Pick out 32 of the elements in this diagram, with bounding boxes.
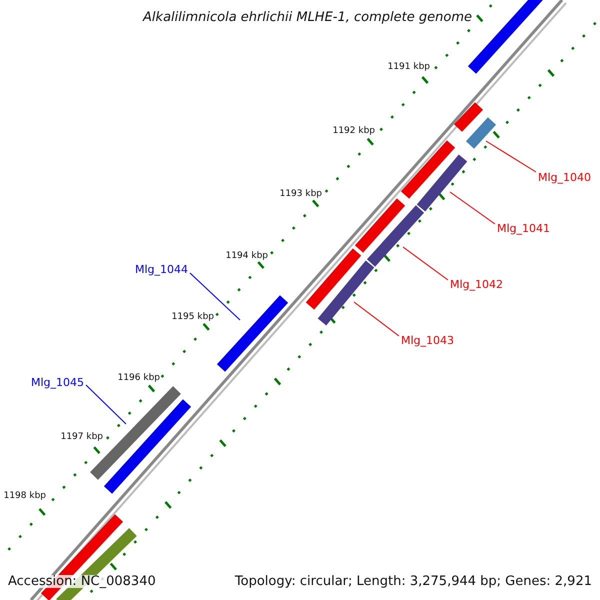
gene-bar [306, 248, 362, 310]
scale-label: 1197 kbp [60, 433, 103, 442]
gene-label: Mlg_1041 [497, 223, 550, 234]
gene-bar [216, 295, 288, 372]
scale-label: 1196 kbp [118, 374, 160, 383]
leader-line [450, 192, 496, 224]
accession-text: Accession: NC_008340 [8, 575, 156, 588]
leader-line [402, 246, 448, 280]
title: Alkalilimnicola ehrlichii MLHE-1, complete genome [143, 11, 472, 24]
leader-line [486, 140, 536, 172]
scale-label: 1193 kbp [280, 190, 322, 199]
gene-bar [318, 260, 374, 326]
leader-line [86, 384, 126, 424]
gene-bar [400, 140, 456, 199]
gene-label: Mlg_1043 [401, 335, 454, 346]
gene-label: Mlg_1045 [30, 377, 84, 388]
gene-label: Mlg_1044 [134, 264, 188, 275]
gene-bar [354, 198, 406, 253]
scale-label: 1194 kbp [226, 252, 268, 261]
gene-bar [416, 154, 468, 212]
genome-info-text: Topology: circular; Length: 3,275,944 bp; Genes: 2,921 [234, 575, 592, 588]
scale-label: 1198 kbp [4, 492, 46, 501]
gene-bar [104, 399, 192, 494]
gene-bar [466, 117, 496, 149]
scale-label: 1192 kbp [332, 127, 375, 136]
gene-label: Mlg_1040 [538, 172, 592, 183]
gene-bar [366, 205, 424, 267]
gene-bar [454, 102, 483, 132]
leader-line [354, 302, 400, 336]
scale-label: 1191 kbp [388, 63, 430, 72]
leader-line [190, 272, 240, 320]
gene-label: Mlg_1042 [450, 279, 504, 290]
